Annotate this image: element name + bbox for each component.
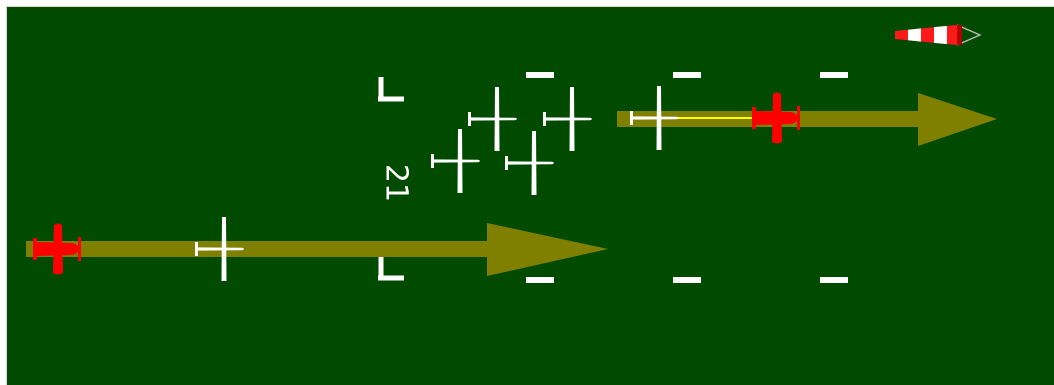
glider-icon[interactable] bbox=[543, 87, 592, 151]
approach-path-arrow bbox=[26, 223, 608, 276]
tow-plane-icon[interactable] bbox=[33, 224, 81, 275]
glider-icon[interactable] bbox=[505, 131, 554, 195]
glider-icon[interactable] bbox=[468, 87, 517, 151]
windsock-icon bbox=[895, 25, 980, 45]
tow-plane-icon[interactable] bbox=[752, 93, 800, 144]
glider-icon[interactable] bbox=[195, 217, 244, 281]
glider-icon[interactable] bbox=[630, 86, 679, 150]
glider-icon[interactable] bbox=[431, 129, 480, 193]
takeoff-path-arrow bbox=[617, 93, 997, 146]
runway-number: 21 bbox=[379, 164, 414, 202]
